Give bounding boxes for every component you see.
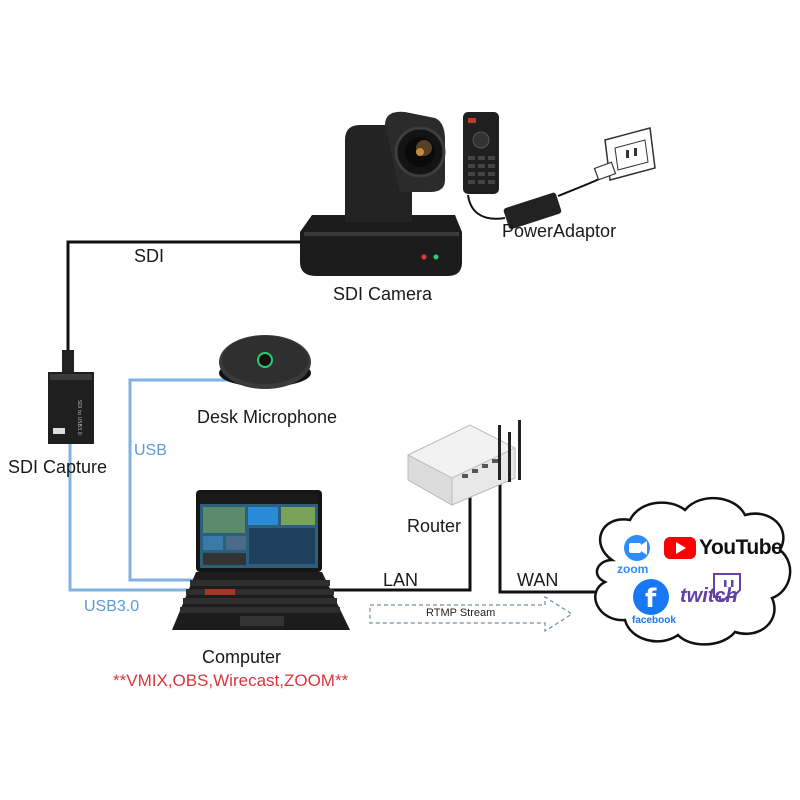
sdi-cable [66, 240, 305, 352]
sdi-camera [300, 111, 462, 276]
sdi-camera-label: SDI Camera [333, 284, 433, 304]
youtube-label: YouTube [699, 536, 783, 559]
zoom-icon [624, 535, 650, 561]
svg-text:SDI to USB3.0: SDI to USB3.0 [76, 400, 82, 435]
desk-microphone-label: Desk Microphone [197, 407, 338, 427]
power-adaptor-brick [503, 192, 562, 230]
power-cable [467, 194, 506, 220]
desk-microphone-device [219, 335, 311, 389]
computer-label: Computer [202, 647, 282, 667]
facebook-icon: f [633, 579, 669, 615]
software-list: **VMIX,OBS,Wirecast,ZOOM** [113, 671, 349, 690]
usb-label: USB [134, 442, 167, 459]
bnc-connector [62, 350, 74, 372]
usb3-label: USB3.0 [84, 598, 140, 615]
lan-label: LAN [383, 570, 419, 590]
usb-cable [128, 378, 232, 582]
wan-label: WAN [517, 570, 559, 590]
usb3-cable [68, 440, 200, 592]
youtube-icon [664, 537, 696, 559]
twitch-label: twitch [680, 585, 738, 607]
sdi-capture-label: SDI Capture [8, 457, 108, 477]
router-device [407, 420, 521, 506]
zoom-label: zoom [617, 562, 649, 576]
svg-text:f: f [645, 584, 657, 614]
router-label: Router [407, 516, 462, 536]
wan-cable [498, 480, 600, 594]
twitch-icon [713, 573, 741, 602]
power-adaptor-label: PowerAdaptor [502, 221, 617, 241]
rtmp-stream-label: RTMP Stream [426, 607, 496, 619]
remote-control [463, 112, 499, 194]
laptop-computer [172, 490, 350, 630]
wall-outlet [593, 127, 656, 181]
rtmp-stream-arrow [369, 595, 574, 633]
facebook-label: facebook [632, 615, 676, 626]
sdi-capture-device: SDI to USB3.0 [48, 372, 94, 444]
sdi-cable-label: SDI [134, 246, 165, 266]
lan-cable [330, 480, 472, 592]
